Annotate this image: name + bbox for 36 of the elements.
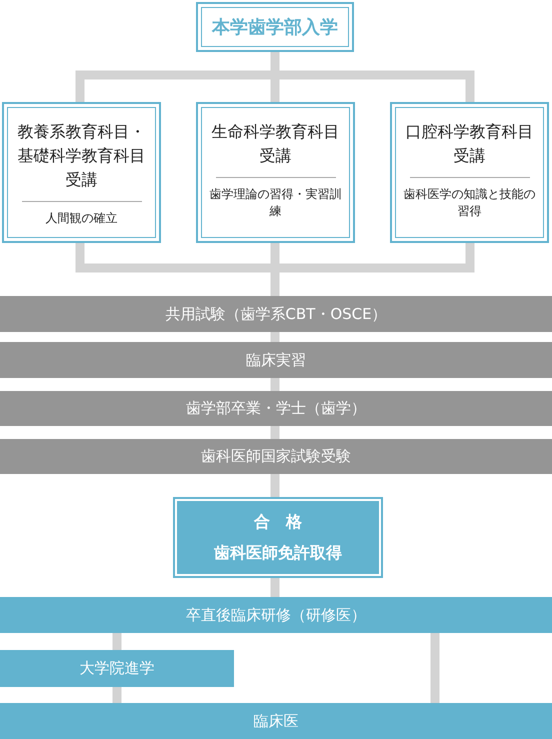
course-title: 口腔科学教育科目受講 xyxy=(404,121,534,167)
step-label: 共用試験（歯学系CBT・OSCE） xyxy=(165,304,387,324)
course-card xyxy=(196,102,355,243)
graduate-school-bar xyxy=(0,650,234,687)
course-title: 生命科学教育科目受講 xyxy=(210,121,340,167)
course-card xyxy=(2,102,161,243)
step-label: 臨床実習 xyxy=(246,350,306,370)
step-label: 合 格 xyxy=(254,511,302,534)
connector-line xyxy=(270,378,280,391)
connector-line xyxy=(270,578,280,597)
license-box xyxy=(173,497,383,578)
step-bar xyxy=(0,439,552,474)
step-bar xyxy=(0,342,552,378)
course-title: 教養系教育科目・基礎科学教育科目受講 xyxy=(16,121,146,191)
connector-line xyxy=(270,332,280,342)
training-bar xyxy=(0,597,552,633)
course-card xyxy=(390,102,549,243)
step-label: 臨床医 xyxy=(254,712,298,730)
step-sublabel: 歯科医師免許取得 xyxy=(214,542,342,564)
course-description: 人間観の確立 xyxy=(46,210,118,227)
course-description: 歯科医学の知識と技能の習得 xyxy=(402,186,536,220)
step-label: 歯科医師国家試験受験 xyxy=(201,447,351,466)
clinician-bar xyxy=(0,703,552,739)
step-label: 卒直後臨床研修（研修医） xyxy=(186,606,366,624)
connector-line xyxy=(430,633,440,703)
step-label: 大学院進学 xyxy=(80,659,154,678)
step-label: 本学歯学部入学 xyxy=(212,16,338,39)
connector-line xyxy=(112,687,122,703)
step-bar xyxy=(0,391,552,426)
connector-line xyxy=(112,633,122,650)
course-description: 歯学理論の習得・実習訓練 xyxy=(208,186,342,220)
connector-line xyxy=(270,426,280,439)
step-label: 歯学部卒業・学士（歯学） xyxy=(186,399,366,418)
step-bar xyxy=(0,296,552,332)
connector-line xyxy=(270,474,280,497)
entry-box xyxy=(196,2,354,52)
